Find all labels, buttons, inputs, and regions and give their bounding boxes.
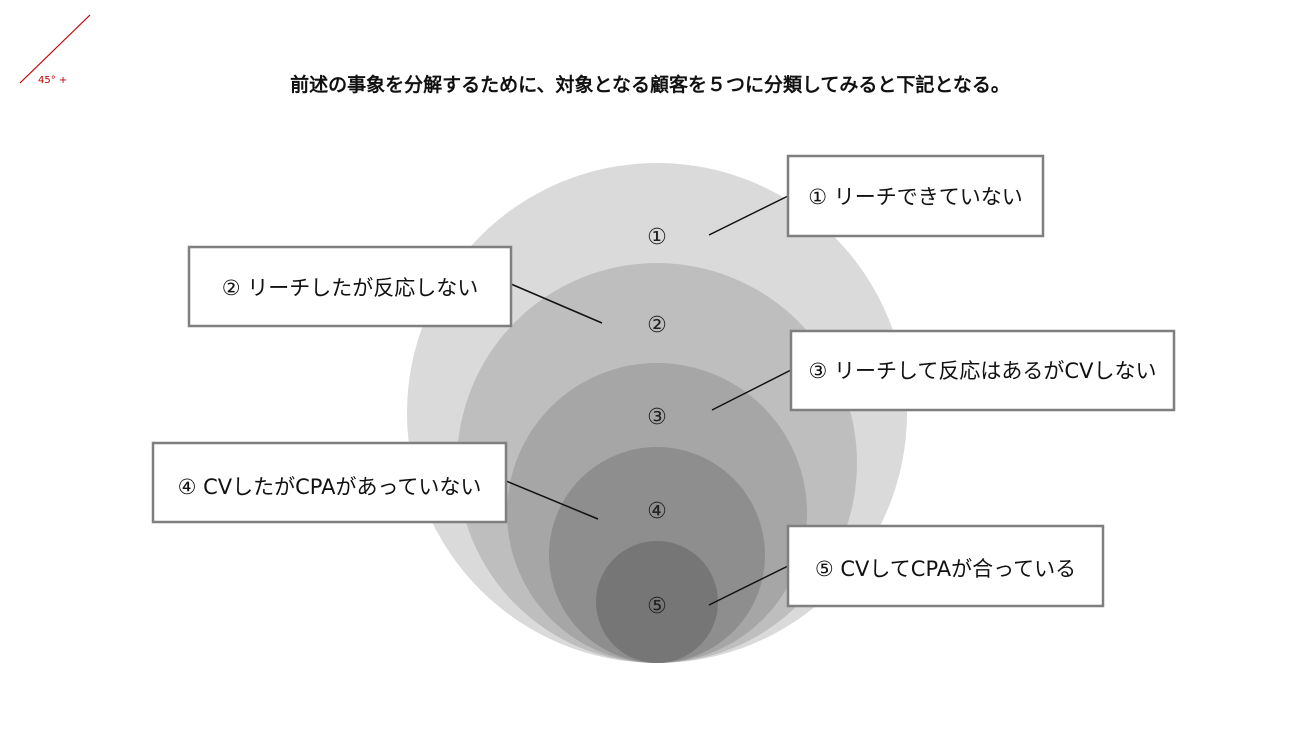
callout-box-3 [789,329,1176,412]
circle-label-2: ② [647,313,667,338]
callout-box-5 [786,524,1105,608]
connector-line-2 [510,283,603,324]
callout-text-3: ③ リーチして反応はあるがCVしない [809,359,1157,383]
circle-label-4: ④ [647,499,667,524]
callout-box-4 [151,441,508,524]
page-title: 前述の事象を分解するために、対象となる顧客を５つに分類してみると下記となる。 [290,73,1010,96]
callout-text-2: ② リーチしたが反応しない [222,276,479,300]
corner-diagonal-line [19,14,91,84]
circle-label-5: ⑤ [647,594,667,619]
connector-line-4 [505,480,599,520]
callout-text-5: ⑤ CVしてCPAが合っている [815,557,1076,581]
callout-text-4: ④ CVしたがCPAがあっていない [178,475,482,499]
circle-5 [596,541,718,663]
connector-line-3 [711,369,792,411]
connector-line-5 [708,565,789,606]
callout-box-1 [786,154,1045,238]
circle-label-3: ③ [647,405,667,430]
callout-box-2 [187,245,513,328]
nested-circles [407,163,907,663]
corner-angle-label: 45° + [38,75,67,86]
circle-label-1: ① [647,225,667,250]
callout-text-1: ① リーチできていない [808,185,1023,209]
connector-line-1 [708,195,789,236]
